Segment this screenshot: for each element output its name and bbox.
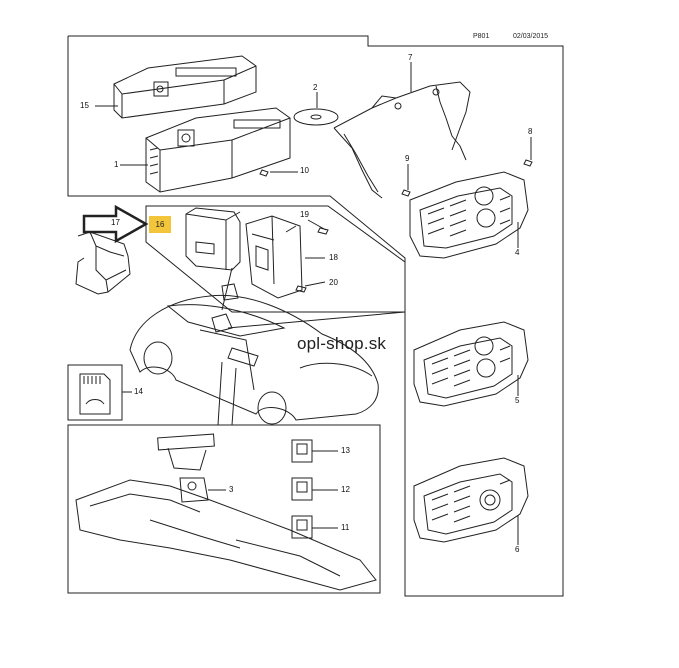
- center-console: [75, 433, 377, 591]
- outer-frame: [67, 35, 564, 597]
- part-7-bracket: [333, 81, 471, 199]
- callout-1: 1: [114, 160, 119, 169]
- callout-7: 7: [408, 53, 413, 62]
- part-5-control-panel: [413, 321, 529, 407]
- part-20-screw: [295, 285, 307, 293]
- callout-9: 9: [405, 154, 410, 163]
- sd-card-box: [67, 364, 123, 421]
- callout-5: 5: [515, 396, 520, 405]
- callout-18: 18: [329, 253, 338, 262]
- callout-3: 3: [229, 485, 234, 494]
- callout-4: 4: [515, 248, 520, 257]
- callout-11: 11: [341, 523, 350, 532]
- watermark-text: opl-shop.sk: [297, 334, 387, 353]
- callout-16-highlight: 16: [149, 216, 171, 233]
- part-2-disc: [293, 108, 339, 126]
- part-15-radio-unit: [113, 55, 257, 119]
- part-1-head-unit: [145, 107, 291, 193]
- part-6-control-panel: [413, 457, 529, 543]
- part-8-screw: [523, 159, 533, 167]
- part-16-module: [185, 207, 241, 271]
- part-17-bracket: [75, 231, 131, 295]
- part-12-switch: [291, 477, 313, 501]
- diagram-date: 02/03/2015: [513, 33, 549, 40]
- part-4-control-panel: [409, 171, 529, 259]
- page-code: P801: [473, 33, 490, 40]
- callout-8: 8: [528, 127, 533, 136]
- callout-20: 20: [329, 278, 338, 287]
- callout-12: 12: [341, 485, 350, 494]
- part-18-holder: [245, 215, 303, 299]
- callout-6: 6: [515, 545, 520, 554]
- callout-15: 15: [80, 101, 89, 110]
- callout-13: 13: [341, 446, 350, 455]
- part-9-screw: [401, 189, 411, 197]
- part-10-screw: [259, 169, 269, 177]
- callout-2: 2: [313, 83, 318, 92]
- part-13-switch: [291, 439, 313, 463]
- bottom-box: [67, 424, 381, 594]
- callout-19: 19: [300, 210, 309, 219]
- part-19-screw: [317, 227, 329, 235]
- connector-plug: [221, 283, 239, 301]
- part-14-sd-card: [79, 373, 111, 415]
- callout-14: 14: [134, 387, 143, 396]
- callout-10: 10: [300, 166, 309, 175]
- car-outline: [129, 294, 379, 425]
- part-11-switch: [291, 515, 313, 539]
- callout-17: 17: [111, 218, 120, 227]
